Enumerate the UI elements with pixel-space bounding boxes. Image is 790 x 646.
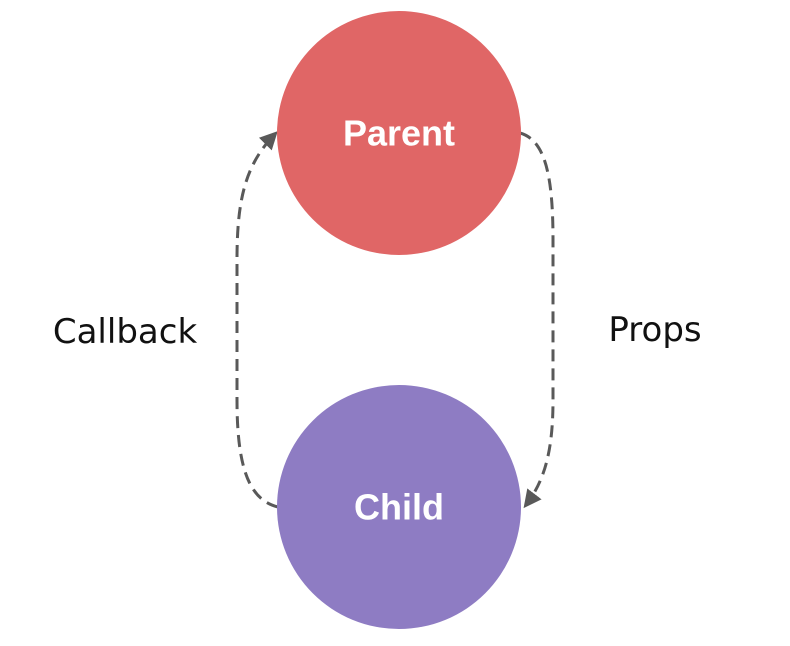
child-node: Child xyxy=(277,385,521,629)
props-arrow xyxy=(519,131,555,509)
callback-label: Callback xyxy=(53,312,198,352)
props-label: Props xyxy=(608,310,701,350)
callback-arrow xyxy=(235,131,279,509)
parent-circle xyxy=(277,11,521,255)
parent-node: Parent xyxy=(277,11,521,255)
child-circle xyxy=(277,385,521,629)
parent-label: Parent xyxy=(343,113,455,154)
child-label: Child xyxy=(354,487,444,528)
